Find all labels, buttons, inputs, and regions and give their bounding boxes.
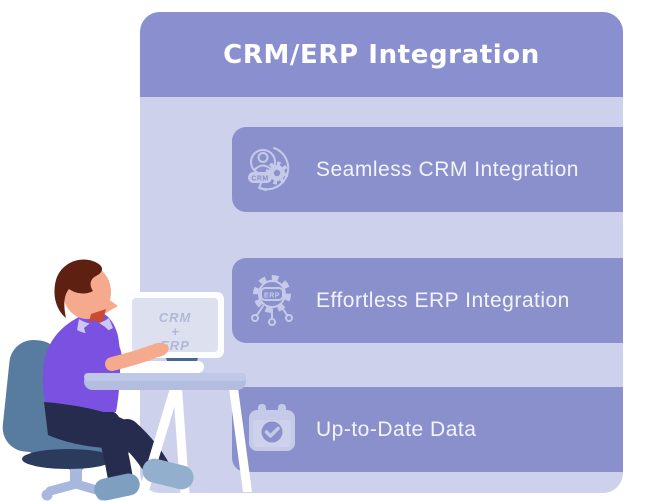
- erp-network-icon: ERP: [240, 273, 304, 329]
- integration-panel: CRM/ERP Integration CRM Seamless CRM: [140, 12, 623, 493]
- panel-header: CRM/ERP Integration: [140, 12, 623, 97]
- erp-badge: ERP: [264, 292, 280, 299]
- page-title: CRM/ERP Integration: [223, 39, 540, 70]
- feature-label: Effortless ERP Integration: [316, 288, 570, 312]
- keyboard: [132, 361, 204, 373]
- person-hand: [147, 342, 169, 358]
- computer-monitor: CRM + ERP: [126, 292, 224, 372]
- feature-card-data: Up-to-Date Data: [232, 387, 623, 472]
- person-head: [54, 259, 118, 335]
- person-at-desk-illustration: CRM + ERP: [2, 259, 252, 501]
- person-hair: [54, 259, 103, 318]
- person-neck: [89, 309, 106, 324]
- calendar-check-icon: [240, 402, 304, 458]
- screen-text-plus: +: [171, 324, 179, 339]
- desk-top: [84, 373, 246, 390]
- chair-seat-shadow: [22, 449, 114, 469]
- feature-card-erp: ERP Effortless ERP Integration: [232, 258, 623, 343]
- desk-legs: [136, 388, 252, 501]
- feature-card-crm: CRM Seamless CRM Integration: [232, 127, 623, 212]
- crm-sync-icon: CRM: [240, 142, 304, 198]
- feature-label: Up-to-Date Data: [316, 417, 477, 441]
- feature-label: Seamless CRM Integration: [316, 157, 579, 181]
- person-far-shoe: [94, 473, 140, 501]
- person-arm: [84, 320, 169, 371]
- monitor-screen: [132, 298, 218, 352]
- person-near-shoe: [142, 458, 194, 490]
- screen-text-crm: CRM: [159, 310, 192, 325]
- crm-badge: CRM: [251, 175, 268, 182]
